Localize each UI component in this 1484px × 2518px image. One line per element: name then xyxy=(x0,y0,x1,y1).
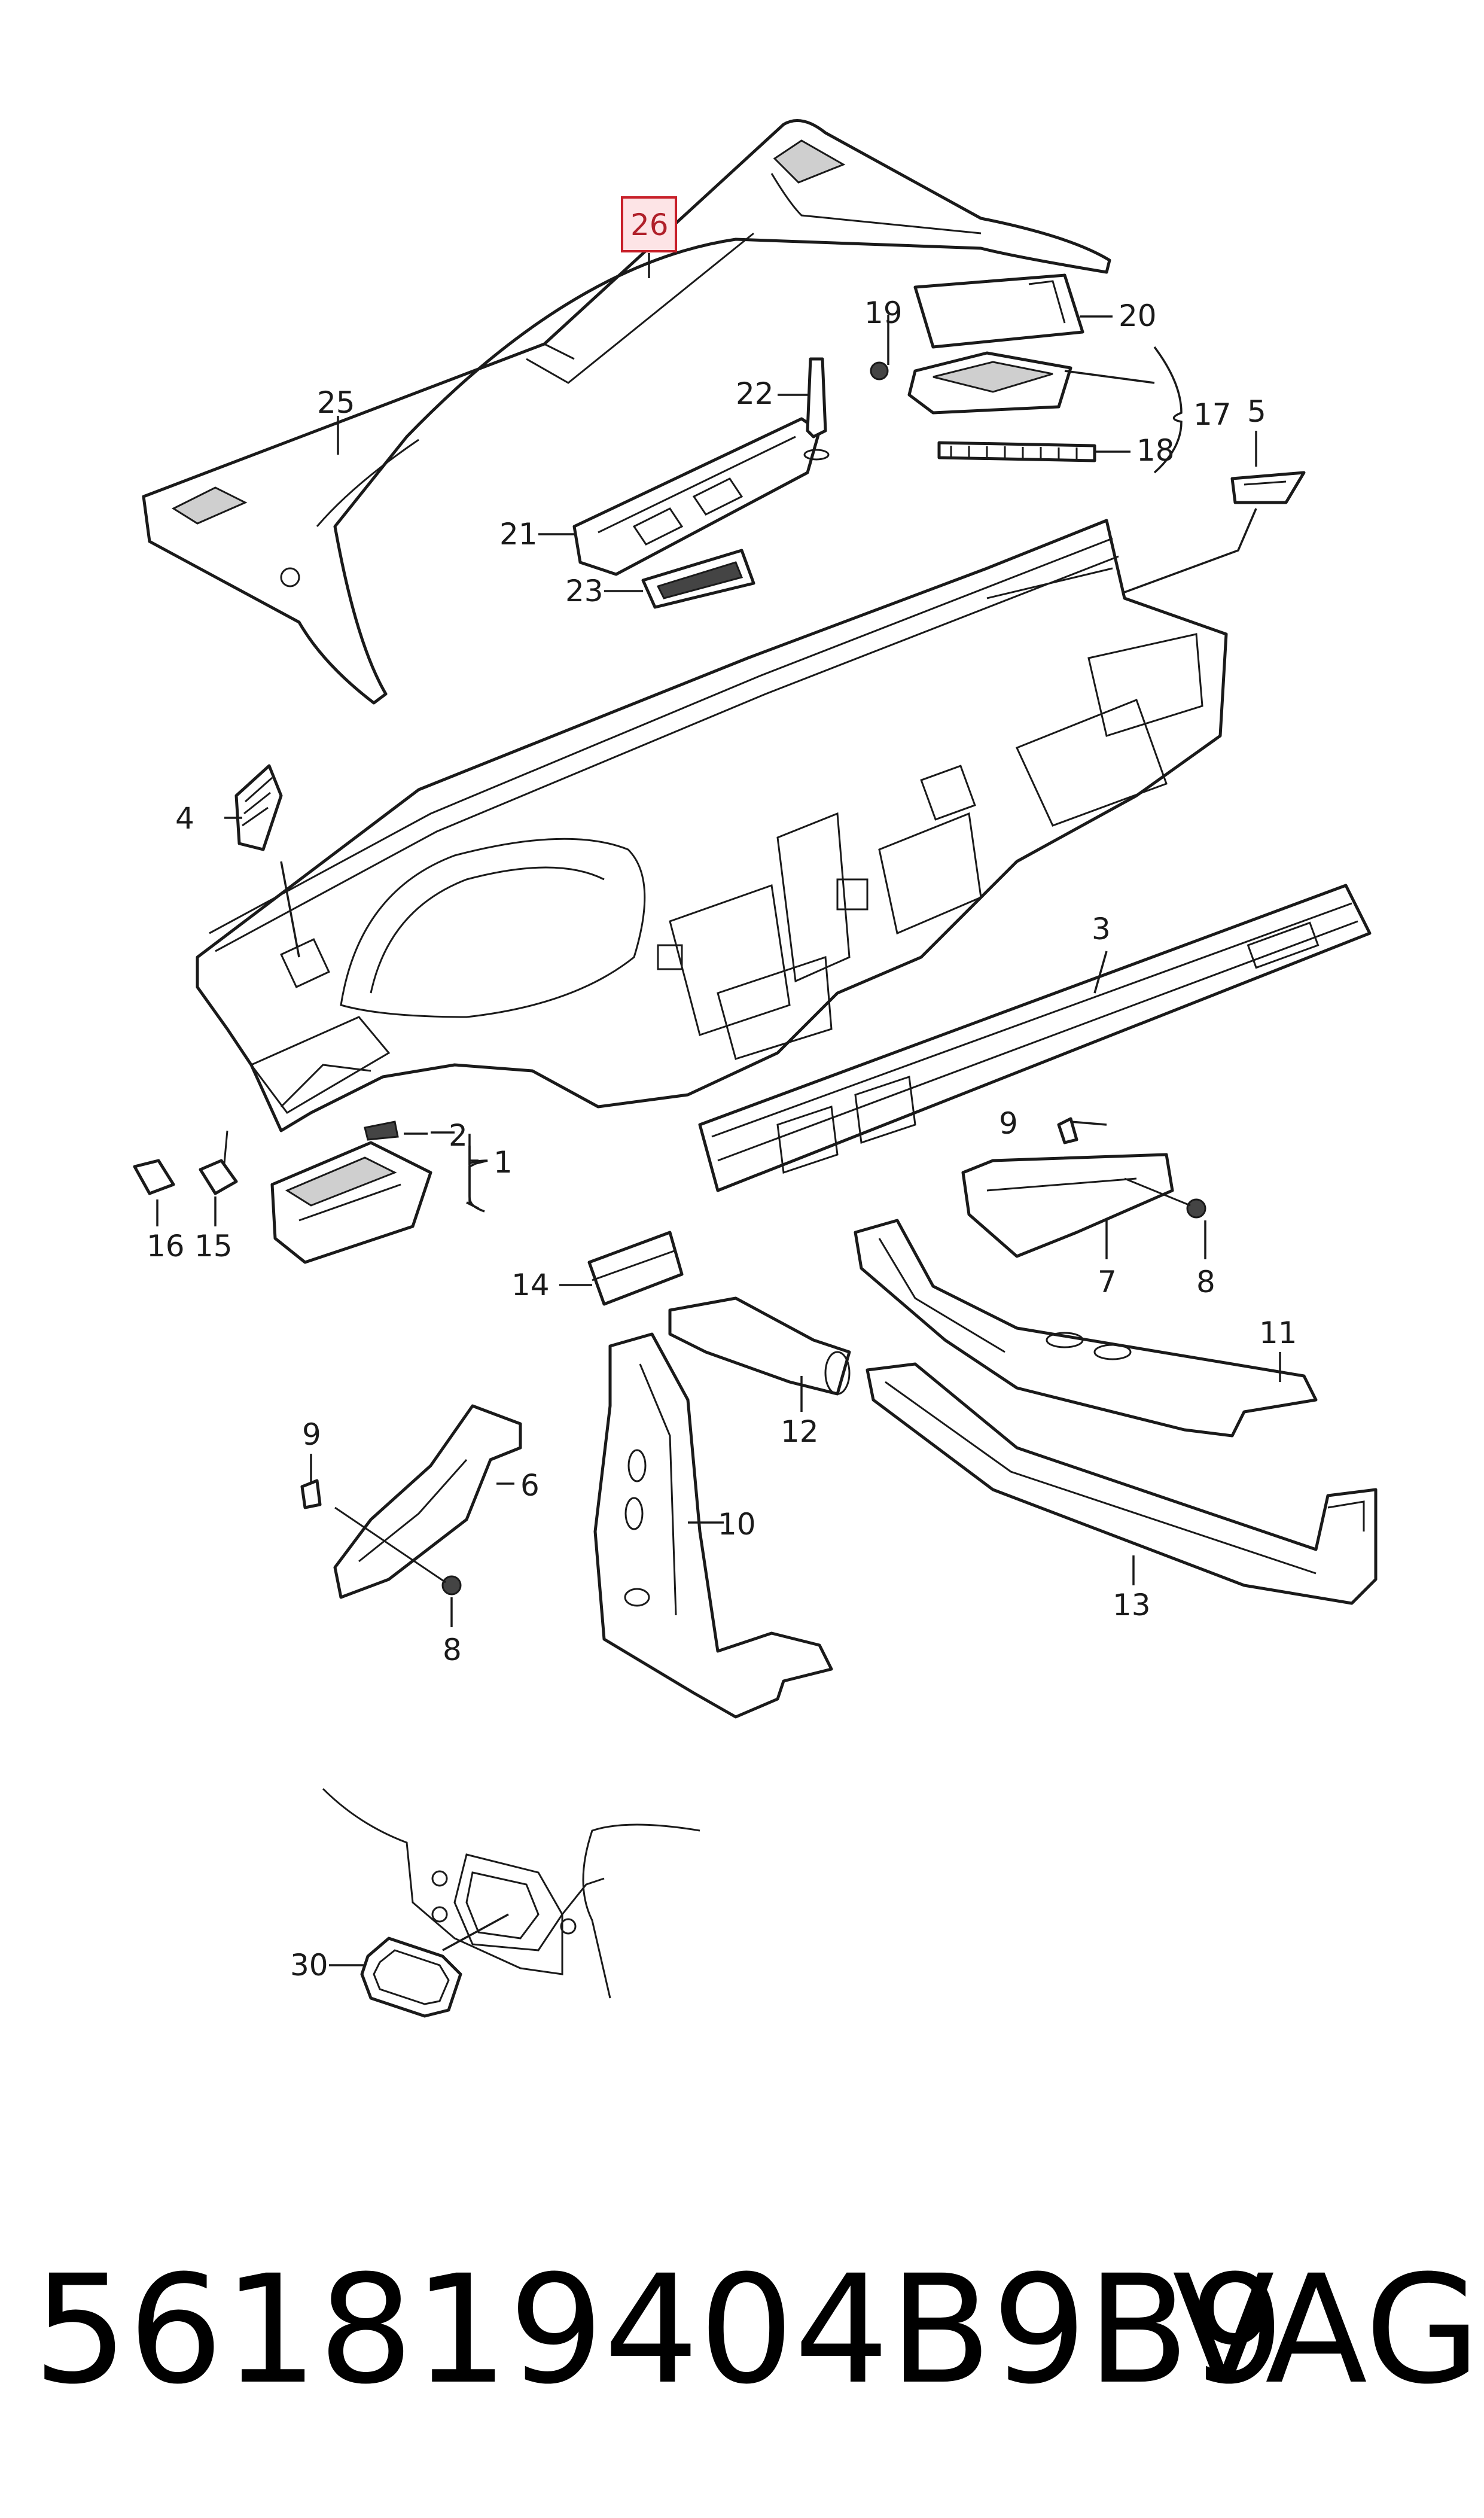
filter-housing-20 xyxy=(913,273,1084,349)
part-number: 561819404B9B9 xyxy=(33,2243,1285,2417)
callout-10: 10 xyxy=(718,1507,756,1542)
cabin-filter-18 xyxy=(937,441,1096,462)
duct-12 xyxy=(668,1296,851,1396)
callout-11: 11 xyxy=(1259,1316,1297,1350)
side-vent-right xyxy=(1124,471,1306,593)
callout-2: 2 xyxy=(449,1118,468,1153)
callout-22: 22 xyxy=(736,376,774,411)
callout-17: 17 xyxy=(1193,397,1232,432)
callout-13: 13 xyxy=(1113,1588,1151,1622)
brand-name: VAG xyxy=(1172,2243,1481,2417)
callout-7: 7 xyxy=(1098,1265,1117,1299)
duct-10 xyxy=(593,1332,833,1719)
nut-19 xyxy=(870,361,889,380)
callout-16: 16 xyxy=(147,1229,185,1263)
duct-7 xyxy=(961,1153,1174,1258)
duct-6 xyxy=(333,1404,522,1599)
callout-4: 4 xyxy=(175,801,194,836)
clip-9a xyxy=(300,1479,322,1509)
duct-13 xyxy=(866,1362,1378,1605)
callout-26-box xyxy=(621,196,677,252)
screw-8a xyxy=(1124,1177,1206,1219)
vent-21 xyxy=(572,417,821,576)
callout-26: 26 xyxy=(630,208,669,242)
callout-8a: 8 xyxy=(1196,1265,1215,1299)
callout-20: 20 xyxy=(1119,299,1157,333)
callout-30: 30 xyxy=(290,1948,328,1983)
vent-23 xyxy=(641,549,755,609)
callout-1: 1 xyxy=(493,1145,513,1180)
callout-8b: 8 xyxy=(443,1633,462,1667)
callout-12: 12 xyxy=(781,1414,819,1449)
clip-16 xyxy=(133,1159,175,1195)
center-vent-strip xyxy=(698,884,1372,1192)
side-vent-left xyxy=(234,764,300,958)
leader-lines xyxy=(156,253,1281,1966)
callout-23: 23 xyxy=(565,574,604,608)
callout-18: 18 xyxy=(1136,433,1175,468)
callout-9b: 9 xyxy=(999,1106,1018,1141)
clip-2 xyxy=(364,1121,399,1141)
callout-9a: 9 xyxy=(302,1417,321,1452)
clip-9b xyxy=(1057,1117,1078,1144)
filter-housing-17 xyxy=(907,351,1072,415)
callout-21: 21 xyxy=(499,517,538,552)
inset-detail xyxy=(322,1788,700,2018)
callout-3: 3 xyxy=(1092,912,1111,946)
callout-5: 5 xyxy=(1247,394,1266,429)
duct-11 xyxy=(854,1219,1318,1438)
callout-14: 14 xyxy=(511,1268,550,1302)
lower-vent xyxy=(270,1141,432,1264)
screw-22 xyxy=(803,357,830,461)
duct-14 xyxy=(587,1231,684,1306)
callout-25: 25 xyxy=(317,385,355,420)
callout-19: 19 xyxy=(864,296,903,330)
callout-6: 6 xyxy=(520,1468,540,1503)
sensor-15 xyxy=(199,1130,238,1195)
screw-8b xyxy=(334,1506,462,1596)
callout-15: 15 xyxy=(194,1229,233,1263)
dashboard-carrier xyxy=(196,519,1228,1132)
callout-labels: 1 2 3 4 5 6 7 8 8 9 9 10 11 12 13 14 15 … xyxy=(147,208,1297,1983)
